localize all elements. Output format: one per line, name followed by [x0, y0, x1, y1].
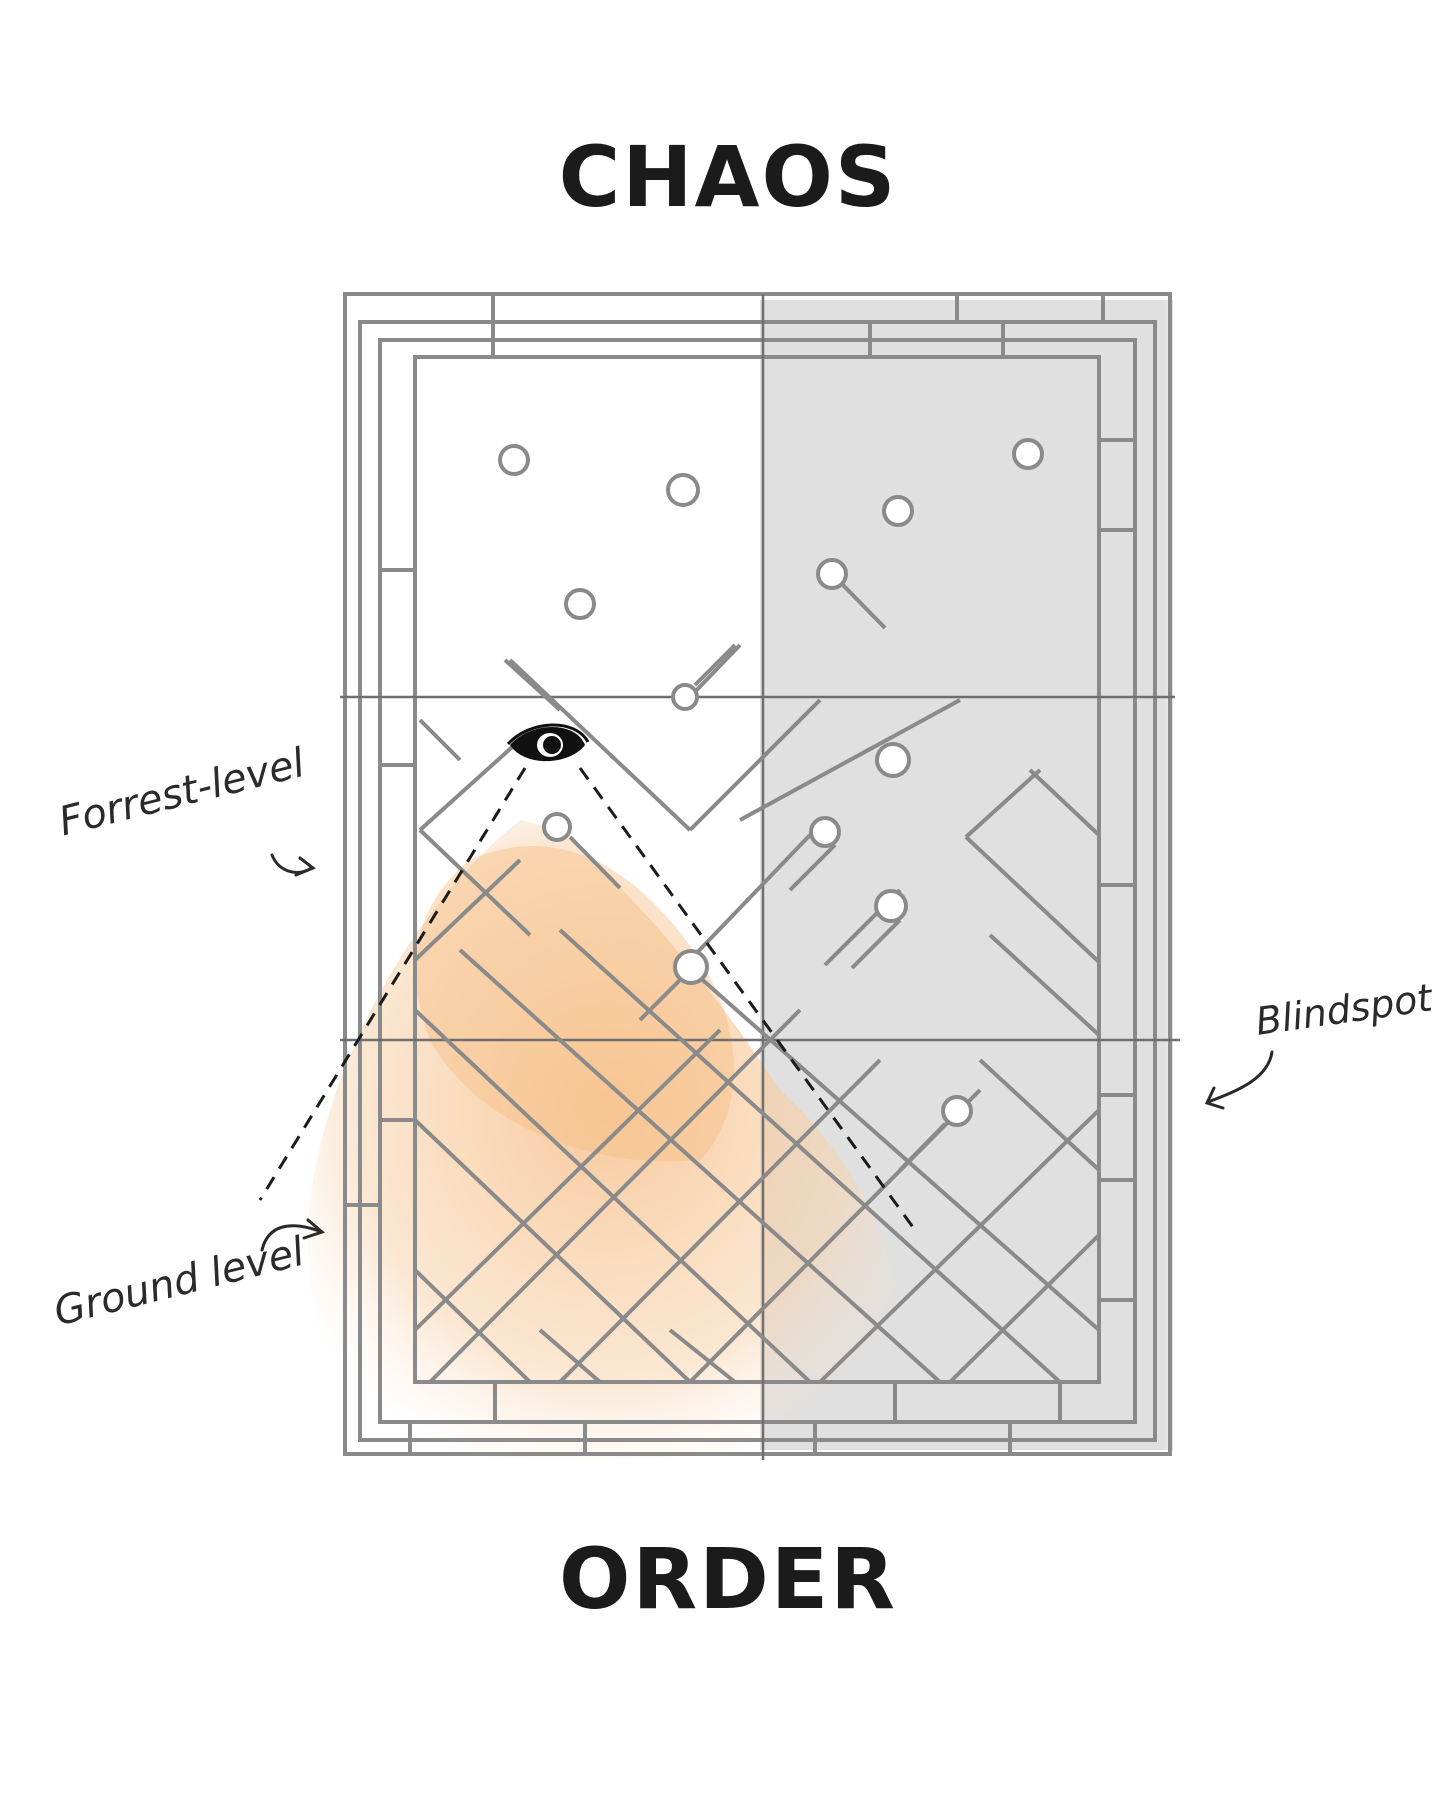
node-tails [568, 582, 947, 1172]
node [542, 812, 572, 842]
node-markers [498, 438, 1044, 1127]
node [673, 949, 709, 985]
order-title: ORDER [559, 1530, 897, 1628]
node [666, 473, 700, 507]
blindspot-arrow [1206, 1050, 1274, 1104]
sight-lines [258, 767, 917, 1231]
chaos-title: CHAOS [558, 128, 898, 226]
node [875, 742, 911, 778]
room-frame [343, 292, 1172, 1456]
vision-cone [308, 820, 900, 1460]
annotation-arrows [260, 853, 1274, 1252]
maze-pattern [415, 643, 1099, 1382]
level-grid [340, 294, 1180, 1460]
eye-icon [506, 723, 590, 762]
node [816, 558, 848, 590]
node [809, 816, 841, 848]
node [1012, 438, 1044, 470]
node [882, 495, 914, 527]
node [941, 1095, 973, 1127]
node [564, 588, 596, 620]
node [498, 444, 530, 476]
ground-level-arrow [260, 1224, 324, 1252]
node [874, 889, 908, 923]
node [671, 683, 699, 711]
